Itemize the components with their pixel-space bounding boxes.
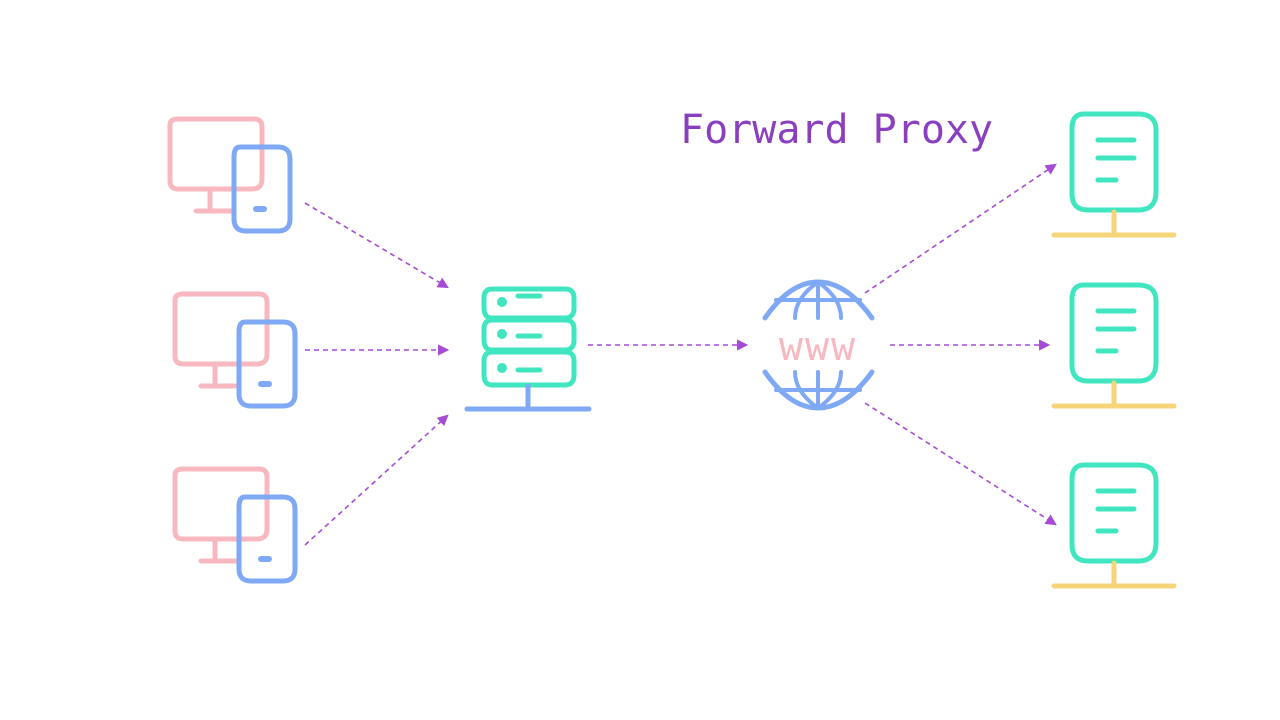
diagram-title: Forward Proxy (680, 107, 993, 153)
server-3 (1054, 465, 1174, 586)
desktop-and-phone-icon (170, 119, 290, 231)
internet-label: www (779, 324, 857, 370)
desktop-and-phone-icon (175, 469, 295, 581)
client-3 (175, 469, 295, 581)
client-1 (170, 119, 290, 231)
internet: www (762, 279, 875, 411)
proxy-server (464, 286, 592, 412)
server-icon (1054, 285, 1174, 406)
desktop-and-phone-icon (175, 294, 295, 406)
server-rack-icon (464, 286, 592, 412)
server-1 (1054, 114, 1174, 235)
arrow-client-3-to-proxy (304, 414, 449, 546)
server-icon (1054, 114, 1174, 235)
server-icon (1054, 465, 1174, 586)
globe-icon (762, 279, 875, 411)
client-2 (175, 294, 295, 406)
arrow-internet-to-server-3 (864, 402, 1057, 526)
arrow-client-1-to-proxy (304, 202, 449, 289)
server-2 (1054, 285, 1174, 406)
arrow-internet-to-server-1 (864, 163, 1057, 294)
